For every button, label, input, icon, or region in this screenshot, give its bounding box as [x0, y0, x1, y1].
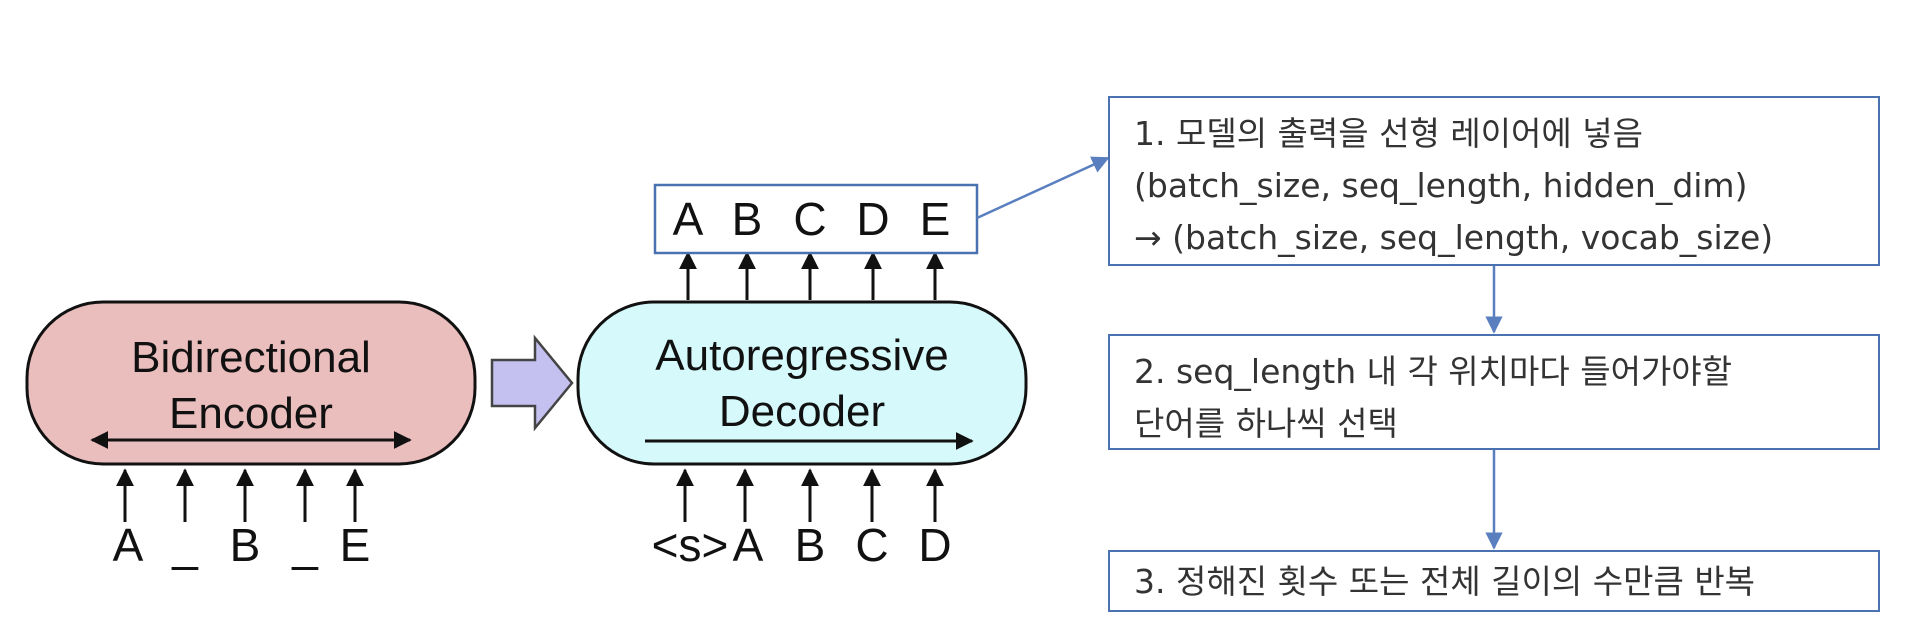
decoder-block	[576, 300, 1028, 466]
encoder-label: Bidirectional Encoder	[27, 330, 475, 442]
step-2-line2: 단어를 하나씩 선택	[1134, 404, 1398, 443]
decoder-input-token: B	[794, 519, 826, 571]
output-box	[653, 183, 979, 255]
encoder-input-token: _	[292, 519, 318, 571]
encoder-input-token: _	[172, 519, 198, 571]
decoder-input-arrows	[676, 468, 944, 522]
decoder-input-token: D	[918, 519, 952, 571]
decoder-input-token: C	[855, 519, 889, 571]
encoder-input-token: E	[339, 519, 371, 571]
encoder-label-line2: Encoder	[169, 389, 333, 438]
encoder-to-decoder-arrow	[490, 334, 574, 432]
step-1-box: 1. 모델의 출력을 선형 레이어에 넣음 (batch_size, seq_l…	[1108, 96, 1880, 266]
decoder-input-token: <s>	[651, 519, 729, 571]
step-2-line1: 2. seq_length 내 각 위치마다 들어가야할	[1134, 352, 1733, 391]
decoder-label: Autoregressive Decoder	[578, 328, 1026, 440]
decoder-input-token: A	[732, 519, 764, 571]
decoder-output-token: C	[793, 193, 827, 245]
step-3-line1: 3. 정해진 횟수 또는 전체 길이의 수만큼 반복	[1134, 562, 1756, 601]
encoder-block	[25, 300, 477, 466]
decoder-output-token: B	[731, 193, 763, 245]
encoder-input-arrows	[116, 468, 364, 522]
decoder-output-token: D	[856, 193, 890, 245]
output-to-step1-connector	[976, 156, 1110, 220]
step-2-box: 2. seq_length 내 각 위치마다 들어가야할 단어를 하나씩 선택	[1108, 334, 1880, 450]
step-1-line3: → (batch_size, seq_length, vocab_size)	[1134, 218, 1774, 257]
step-3-box: 3. 정해진 횟수 또는 전체 길이의 수만큼 반복	[1108, 550, 1880, 612]
decoder-output-token: E	[919, 193, 951, 245]
decoder-output-arrows	[679, 251, 944, 300]
decoder-label-line2: Decoder	[718, 387, 886, 436]
step-1-line2: (batch_size, seq_length, hidden_dim)	[1134, 166, 1748, 205]
encoder-input-token: B	[229, 519, 261, 571]
step-1-line1: 1. 모델의 출력을 선형 레이어에 넣음	[1134, 114, 1643, 153]
decoder-output-token: A	[672, 193, 704, 245]
encoder-label-line1: Bidirectional	[131, 333, 371, 382]
encoder-input-token: A	[112, 519, 144, 571]
decoder-label-line1: Autoregressive	[655, 331, 949, 380]
